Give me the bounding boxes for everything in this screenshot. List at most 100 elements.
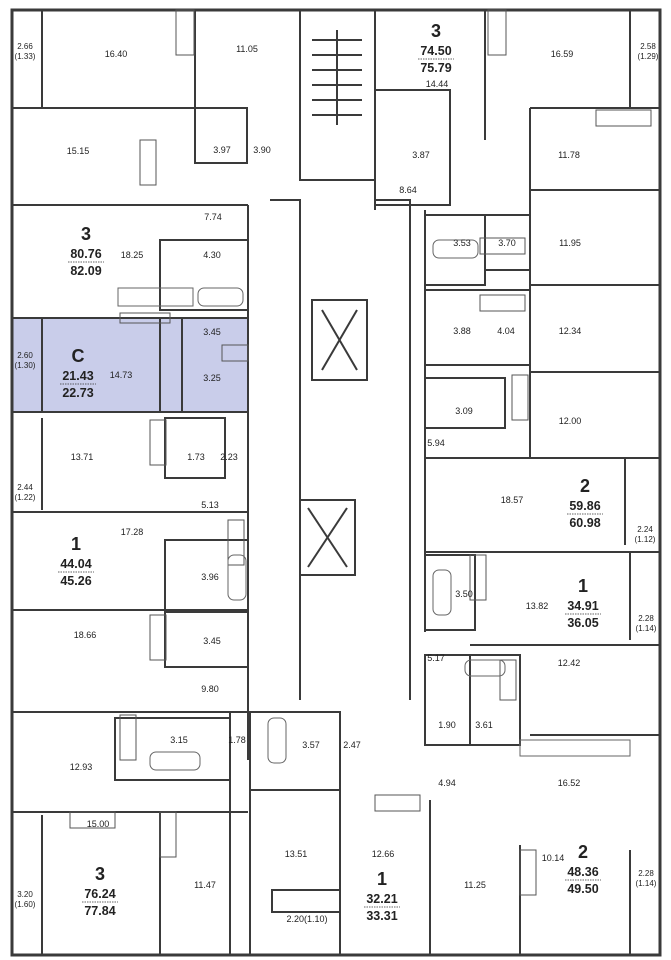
room-area-r55: 2.20(1.10) (286, 914, 327, 924)
room-area-r5: 15.15 (67, 146, 90, 156)
room-area-r39: 9.80 (201, 684, 219, 694)
room-area-r42: 3.15 (170, 735, 188, 745)
balcony-reduced-b3: (1.30) (15, 361, 36, 370)
apartment-total-a7: 77.84 (84, 904, 115, 918)
balcony-area-b2: 2.58 (640, 42, 656, 51)
fixtures (117, 239, 631, 771)
room-area-r52: 10.14 (542, 853, 565, 863)
apartment-area-a1: 74.50 (420, 44, 451, 58)
room-area-r6: 3.97 (213, 145, 231, 155)
balcony-area-b7: 3.20 (17, 890, 33, 899)
room-area-r24: 12.00 (559, 416, 582, 426)
room-area-r33: 3.50 (455, 589, 473, 599)
room-area-r54: 11.25 (464, 880, 486, 890)
highlighted-apartment[interactable] (12, 318, 248, 412)
room-area-r20: 3.88 (453, 326, 471, 336)
room-area-r13: 4.30 (203, 250, 221, 260)
room-area-r7: 3.90 (253, 145, 271, 155)
room-area-r10: 8.64 (399, 185, 417, 195)
apartment-rooms-a1: 3 (431, 21, 441, 41)
room-area-r43: 1.78 (228, 735, 246, 745)
room-area-r35: 18.66 (74, 630, 97, 640)
room-area-r46: 12.93 (70, 762, 93, 772)
apartment-area-a5: 59.86 (569, 499, 600, 513)
balcony-area-b1: 2.66 (17, 42, 33, 51)
balcony-area-b5: 2.24 (637, 525, 653, 534)
room-area-r14: 3.53 (453, 238, 471, 248)
balcony-reduced-b6: (1.14) (636, 624, 657, 633)
apartment-rooms-a6: 1 (578, 576, 588, 596)
apartment-total-a4: 45.26 (60, 574, 91, 588)
apartment-rooms-a7: 3 (95, 864, 105, 884)
apartment-area-a9: 48.36 (567, 865, 598, 879)
room-area-r9: 11.78 (558, 150, 580, 160)
balcony-reduced-b8: (1.14) (636, 879, 657, 888)
room-area-r21: 4.04 (497, 326, 515, 336)
room-area-r31: 17.28 (121, 527, 144, 537)
room-area-r22: 12.34 (559, 326, 582, 336)
balcony-reduced-b1: (1.33) (15, 52, 36, 61)
room-area-r25: 5.94 (427, 438, 445, 448)
room-area-r34: 13.82 (526, 601, 549, 611)
room-area-r41: 3.61 (475, 720, 493, 730)
walls (10, 8, 662, 957)
room-area-r4: 14.44 (426, 79, 449, 89)
room-area-r37: 5.17 (427, 653, 445, 663)
apartment-total-a6: 36.05 (567, 616, 598, 630)
apartment-area-a7: 76.24 (84, 887, 115, 901)
apartment-area-a6: 34.91 (567, 599, 598, 613)
room-area-r49: 15.00 (87, 819, 110, 829)
room-area-r8: 3.87 (412, 150, 430, 160)
room-area-r45: 2.47 (343, 740, 361, 750)
apartment-total-a8: 33.31 (366, 909, 397, 923)
room-area-r51: 12.66 (372, 849, 395, 859)
room-area-r19: 3.25 (203, 373, 221, 383)
apartment-area-a3: 21.43 (62, 369, 93, 383)
room-area-r15: 3.70 (498, 238, 516, 248)
apartment-area-a4: 44.04 (60, 557, 91, 571)
balcony-reduced-b7: (1.60) (15, 900, 36, 909)
room-area-r28: 2.23 (220, 452, 238, 462)
apartment-total-a9: 49.50 (567, 882, 598, 896)
room-area-r26: 13.71 (71, 452, 94, 462)
balcony-area-b6: 2.28 (638, 614, 654, 623)
room-area-r32: 3.96 (201, 572, 219, 582)
room-area-r44: 3.57 (302, 740, 320, 750)
apartment-rooms-a5: 2 (580, 476, 590, 496)
room-area-r2: 11.05 (236, 44, 258, 54)
apartment-rooms-a8: 1 (377, 869, 387, 889)
room-area-r3: 16.59 (551, 49, 574, 59)
apartment-rooms-a9: 2 (578, 842, 588, 862)
room-area-r29: 18.57 (501, 495, 524, 505)
room-area-r47: 4.94 (438, 778, 456, 788)
room-area-r17: 3.45 (203, 327, 221, 337)
apartment-rooms-a3: С (72, 346, 85, 366)
apartment-rooms-a2: 3 (81, 224, 91, 244)
apartment-total-a3: 22.73 (62, 386, 93, 400)
room-area-r12: 18.25 (121, 250, 144, 260)
apartment-total-a5: 60.98 (569, 516, 600, 530)
apartment-total-a2: 82.09 (70, 264, 101, 278)
room-area-r53: 11.47 (194, 880, 216, 890)
partitions (12, 9, 660, 955)
balcony-area-b3: 2.60 (17, 351, 33, 360)
room-area-r50: 13.51 (285, 849, 308, 859)
room-area-r23: 3.09 (455, 406, 473, 416)
room-area-r18: 14.73 (110, 370, 133, 380)
room-area-r30: 5.13 (201, 500, 219, 510)
apartment-total-a1: 75.79 (420, 61, 451, 75)
balcony-reduced-b4: (1.22) (15, 493, 36, 502)
room-area-r48: 16.52 (558, 778, 581, 788)
apartment-rooms-a4: 1 (71, 534, 81, 554)
room-area-r1: 16.40 (105, 49, 128, 59)
apartment-area-a8: 32.21 (366, 892, 397, 906)
room-area-r38: 12.42 (558, 658, 581, 668)
apartment-area-a2: 80.76 (70, 247, 101, 261)
windows (69, 9, 652, 896)
room-area-r16: 11.95 (559, 238, 581, 248)
room-area-r40: 1.90 (438, 720, 456, 730)
room-area-r11: 7.74 (204, 212, 222, 222)
room-area-r36: 3.45 (203, 636, 221, 646)
